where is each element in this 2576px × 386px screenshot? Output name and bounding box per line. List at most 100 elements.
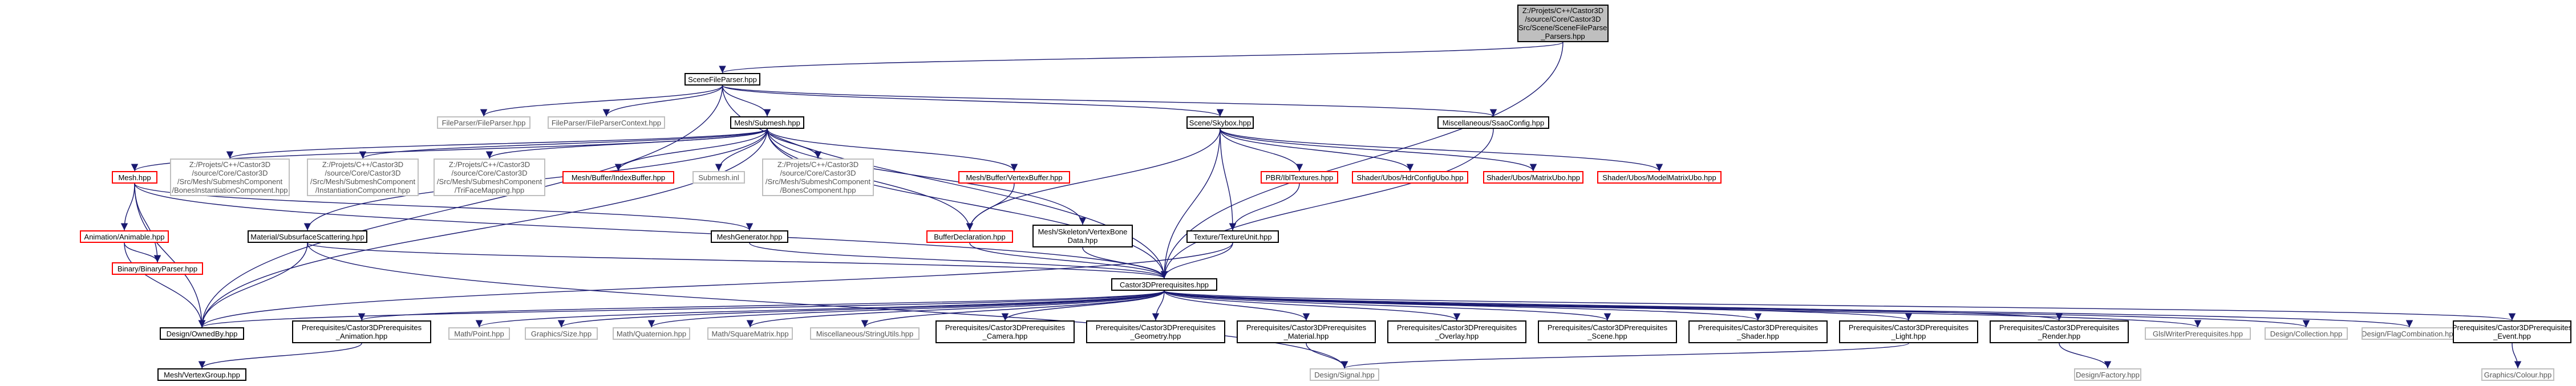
node-anim[interactable]: Animation/Animable.hpp xyxy=(80,230,169,243)
node-label-line: SceneFileParser.hpp xyxy=(688,75,757,84)
edge-ttu-to-c3dp xyxy=(1160,242,1233,279)
node-tfm[interactable]: Z:/Projets/C++/Castor3D/source/Core/Cast… xyxy=(434,159,545,196)
node-bin[interactable]: Binary/BinaryParser.hpp xyxy=(112,262,203,275)
node-label-line: Math/Point.hpp xyxy=(454,329,504,338)
node-mbvb[interactable]: Mesh/Buffer/VertexBuffer.hpp xyxy=(958,171,1070,184)
node-label-line: Design/Collection.hpp xyxy=(2270,329,2343,338)
edge-c3dp-to-mstr xyxy=(861,290,1165,328)
node-pbr[interactable]: PBR/IblTextures.hpp xyxy=(1261,171,1338,184)
node-label-line: Prerequisites/Castor3DPrerequisites xyxy=(945,323,1066,332)
node-pscene[interactable]: Prerequisites/Castor3DPrerequisites_Scen… xyxy=(1538,320,1677,343)
node-label-line: PBR/IblTextures.hpp xyxy=(1265,173,1334,182)
node-root[interactable]: Z:/Projets/C++/Castor3D/source/Core/Cast… xyxy=(1517,5,1609,42)
edge-anim-to-bin xyxy=(124,242,161,263)
node-label-line: _Light.hpp xyxy=(1891,332,1926,340)
node-label-line: Data.hpp xyxy=(1067,236,1098,245)
node-mpoint[interactable]: Math/Point.hpp xyxy=(448,327,510,340)
node-pmat[interactable]: Prerequisites/Castor3DPrerequisites_Mate… xyxy=(1237,320,1376,343)
node-pgeo[interactable]: Prerequisites/Castor3DPrerequisites_Geom… xyxy=(1086,320,1225,343)
node-mss[interactable]: Material/SubsurfaceScattering.hpp xyxy=(248,230,367,243)
node-label-line: Z:/Projets/C++/Castor3D xyxy=(1522,6,1604,15)
node-label-line: Mesh/Skeleton/VertexBone xyxy=(1038,227,1128,236)
node-label-line: /Src/Mesh/SubmeshComponent xyxy=(310,177,416,186)
edge-c3dp-to-pscene xyxy=(1164,290,1611,321)
node-label-line: /Src/Mesh/SubmeshComponent xyxy=(436,177,542,186)
node-label-line: Graphics/Colour.hpp xyxy=(2484,370,2552,379)
edge-mesh-to-anim xyxy=(120,183,135,231)
node-pov[interactable]: Prerequisites/Castor3DPrerequisites_Over… xyxy=(1387,320,1526,343)
node-mesh[interactable]: Mesh.hpp xyxy=(112,171,157,184)
node-msub[interactable]: Mesh/Submesh.hpp xyxy=(730,116,804,129)
edge-ssao-to-c3dp xyxy=(1160,128,1494,279)
node-gcol[interactable]: Graphics/Colour.hpp xyxy=(2481,368,2554,381)
node-ssao[interactable]: Miscellaneous/SsaoConfig.hpp xyxy=(1437,116,1549,129)
node-label-line: Scene/Skybox.hpp xyxy=(1189,118,1251,127)
node-label-line: Z:/Projets/C++/Castor3D xyxy=(189,160,271,169)
node-pcam[interactable]: Prerequisites/Castor3DPrerequisites_Came… xyxy=(935,320,1075,343)
node-label-line: Submesh.inl xyxy=(698,173,739,182)
node-label-line: Miscellaneous/StringUtils.hpp xyxy=(816,329,914,338)
node-mquat[interactable]: Math/Quaternion.hpp xyxy=(613,327,690,340)
node-dcoll[interactable]: Design/Collection.hpp xyxy=(2265,327,2348,340)
node-label-line: /Src/Scene/SceneFileParser xyxy=(1517,23,1609,32)
edge-mss-to-downed xyxy=(198,242,308,328)
node-prender[interactable]: Prerequisites/Castor3DPrerequisites_Rend… xyxy=(1990,320,2129,343)
node-label-line: _Scene.hpp xyxy=(1587,332,1627,340)
node-dfact[interactable]: Design/Factory.hpp xyxy=(2074,368,2141,381)
node-sky[interactable]: Scene/Skybox.hpp xyxy=(1186,116,1254,129)
node-label-line: Shader/Ubos/ModelMatrixUbo.hpp xyxy=(1602,173,1716,182)
node-pshader[interactable]: Prerequisites/Castor3DPrerequisites_Shad… xyxy=(1688,320,1828,343)
node-downed[interactable]: Design/OwnedBy.hpp xyxy=(160,327,244,340)
node-ic[interactable]: Z:/Projets/C++/Castor3D/source/Core/Cast… xyxy=(307,159,419,196)
node-msqm[interactable]: Math/SquareMatrix.hpp xyxy=(707,327,793,340)
node-label-line: FileParser/FileParser.hpp xyxy=(442,118,526,127)
node-label-line: Graphics/Size.hpp xyxy=(530,329,592,338)
edge-c3dp-to-msqm xyxy=(746,290,1165,328)
node-plight[interactable]: Prerequisites/Castor3DPrerequisites_Ligh… xyxy=(1839,320,1978,343)
node-gsize[interactable]: Graphics/Size.hpp xyxy=(525,327,598,340)
edge-mgen-to-c3dp xyxy=(749,242,1168,279)
node-sfp[interactable]: SceneFileParser.hpp xyxy=(684,73,760,86)
node-label-line: /source/Core/Castor3D xyxy=(192,169,268,177)
node-label-line: Prerequisites/Castor3DPrerequisites xyxy=(1698,323,1818,332)
node-c3dp[interactable]: Castor3DPrerequisites.hpp xyxy=(1111,278,1217,291)
node-ffpc[interactable]: FileParser/FileParserContext.hpp xyxy=(548,116,665,129)
node-label-line: Mesh.hpp xyxy=(118,173,151,182)
node-label-line: _Animation.hpp xyxy=(335,332,388,340)
edge-prender-to-dfact xyxy=(2059,343,2112,369)
node-label-line: _Camera.hpp xyxy=(982,332,1028,340)
node-glsl[interactable]: GlslWriterPrerequisites.hpp xyxy=(2145,327,2251,340)
node-mubo[interactable]: Shader/Ubos/MatrixUbo.hpp xyxy=(1483,171,1583,184)
node-label-line: /Src/Mesh/SubmeshComponent xyxy=(765,177,871,186)
node-bdecl[interactable]: BufferDeclaration.hpp xyxy=(926,230,1013,243)
edge-sky-to-pbr xyxy=(1220,128,1303,172)
node-mstr[interactable]: Miscellaneous/StringUtils.hpp xyxy=(810,327,920,340)
node-ffp[interactable]: FileParser/FileParser.hpp xyxy=(437,116,530,129)
node-label-line: _Geometry.hpp xyxy=(1130,332,1181,340)
node-label-line: Material/SubsurfaceScattering.hpp xyxy=(250,232,364,241)
node-pevent[interactable]: Prerequisites/Castor3DPrerequisites_Even… xyxy=(2453,320,2571,343)
node-label-line: FileParser/FileParserContext.hpp xyxy=(551,118,662,127)
edge-msub-to-tfm xyxy=(485,128,768,159)
node-hdr[interactable]: Shader/Ubos/HdrConfigUbo.hpp xyxy=(1352,171,1468,184)
node-bic[interactable]: Z:/Projets/C++/Castor3D/source/Core/Cast… xyxy=(170,159,290,196)
node-label-line: Mesh/Buffer/IndexBuffer.hpp xyxy=(571,173,666,182)
node-mbib[interactable]: Mesh/Buffer/IndexBuffer.hpp xyxy=(562,171,674,184)
node-mmubo[interactable]: Shader/Ubos/ModelMatrixUbo.hpp xyxy=(1597,171,1722,184)
node-mgen[interactable]: MeshGenerator.hpp xyxy=(711,230,788,243)
node-ttu[interactable]: Texture/TextureUnit.hpp xyxy=(1186,230,1279,243)
node-label-line: /InstantiationComponent.hpp xyxy=(315,186,411,194)
node-dsig[interactable]: Design/Signal.hpp xyxy=(1310,368,1379,381)
edge-c3dp-to-prender xyxy=(1164,290,2063,321)
node-mvg[interactable]: Mesh/VertexGroup.hpp xyxy=(157,368,246,381)
node-bc[interactable]: Z:/Projets/C++/Castor3D/source/Core/Cast… xyxy=(762,159,874,196)
node-dflag[interactable]: Design/FlagCombination.hpp xyxy=(2362,327,2457,340)
edge-c3dp-to-dflag xyxy=(1164,290,2413,328)
node-panim[interactable]: Prerequisites/Castor3DPrerequisites_Anim… xyxy=(292,320,431,343)
edge-c3dp-to-mquat xyxy=(648,290,1165,328)
edge-msub-to-msvbd xyxy=(767,128,1087,225)
edge-mesh-to-c3dp xyxy=(134,183,1168,279)
edge-sky-to-mubo xyxy=(1220,128,1537,172)
node-sminl[interactable]: Submesh.inl xyxy=(692,171,745,184)
